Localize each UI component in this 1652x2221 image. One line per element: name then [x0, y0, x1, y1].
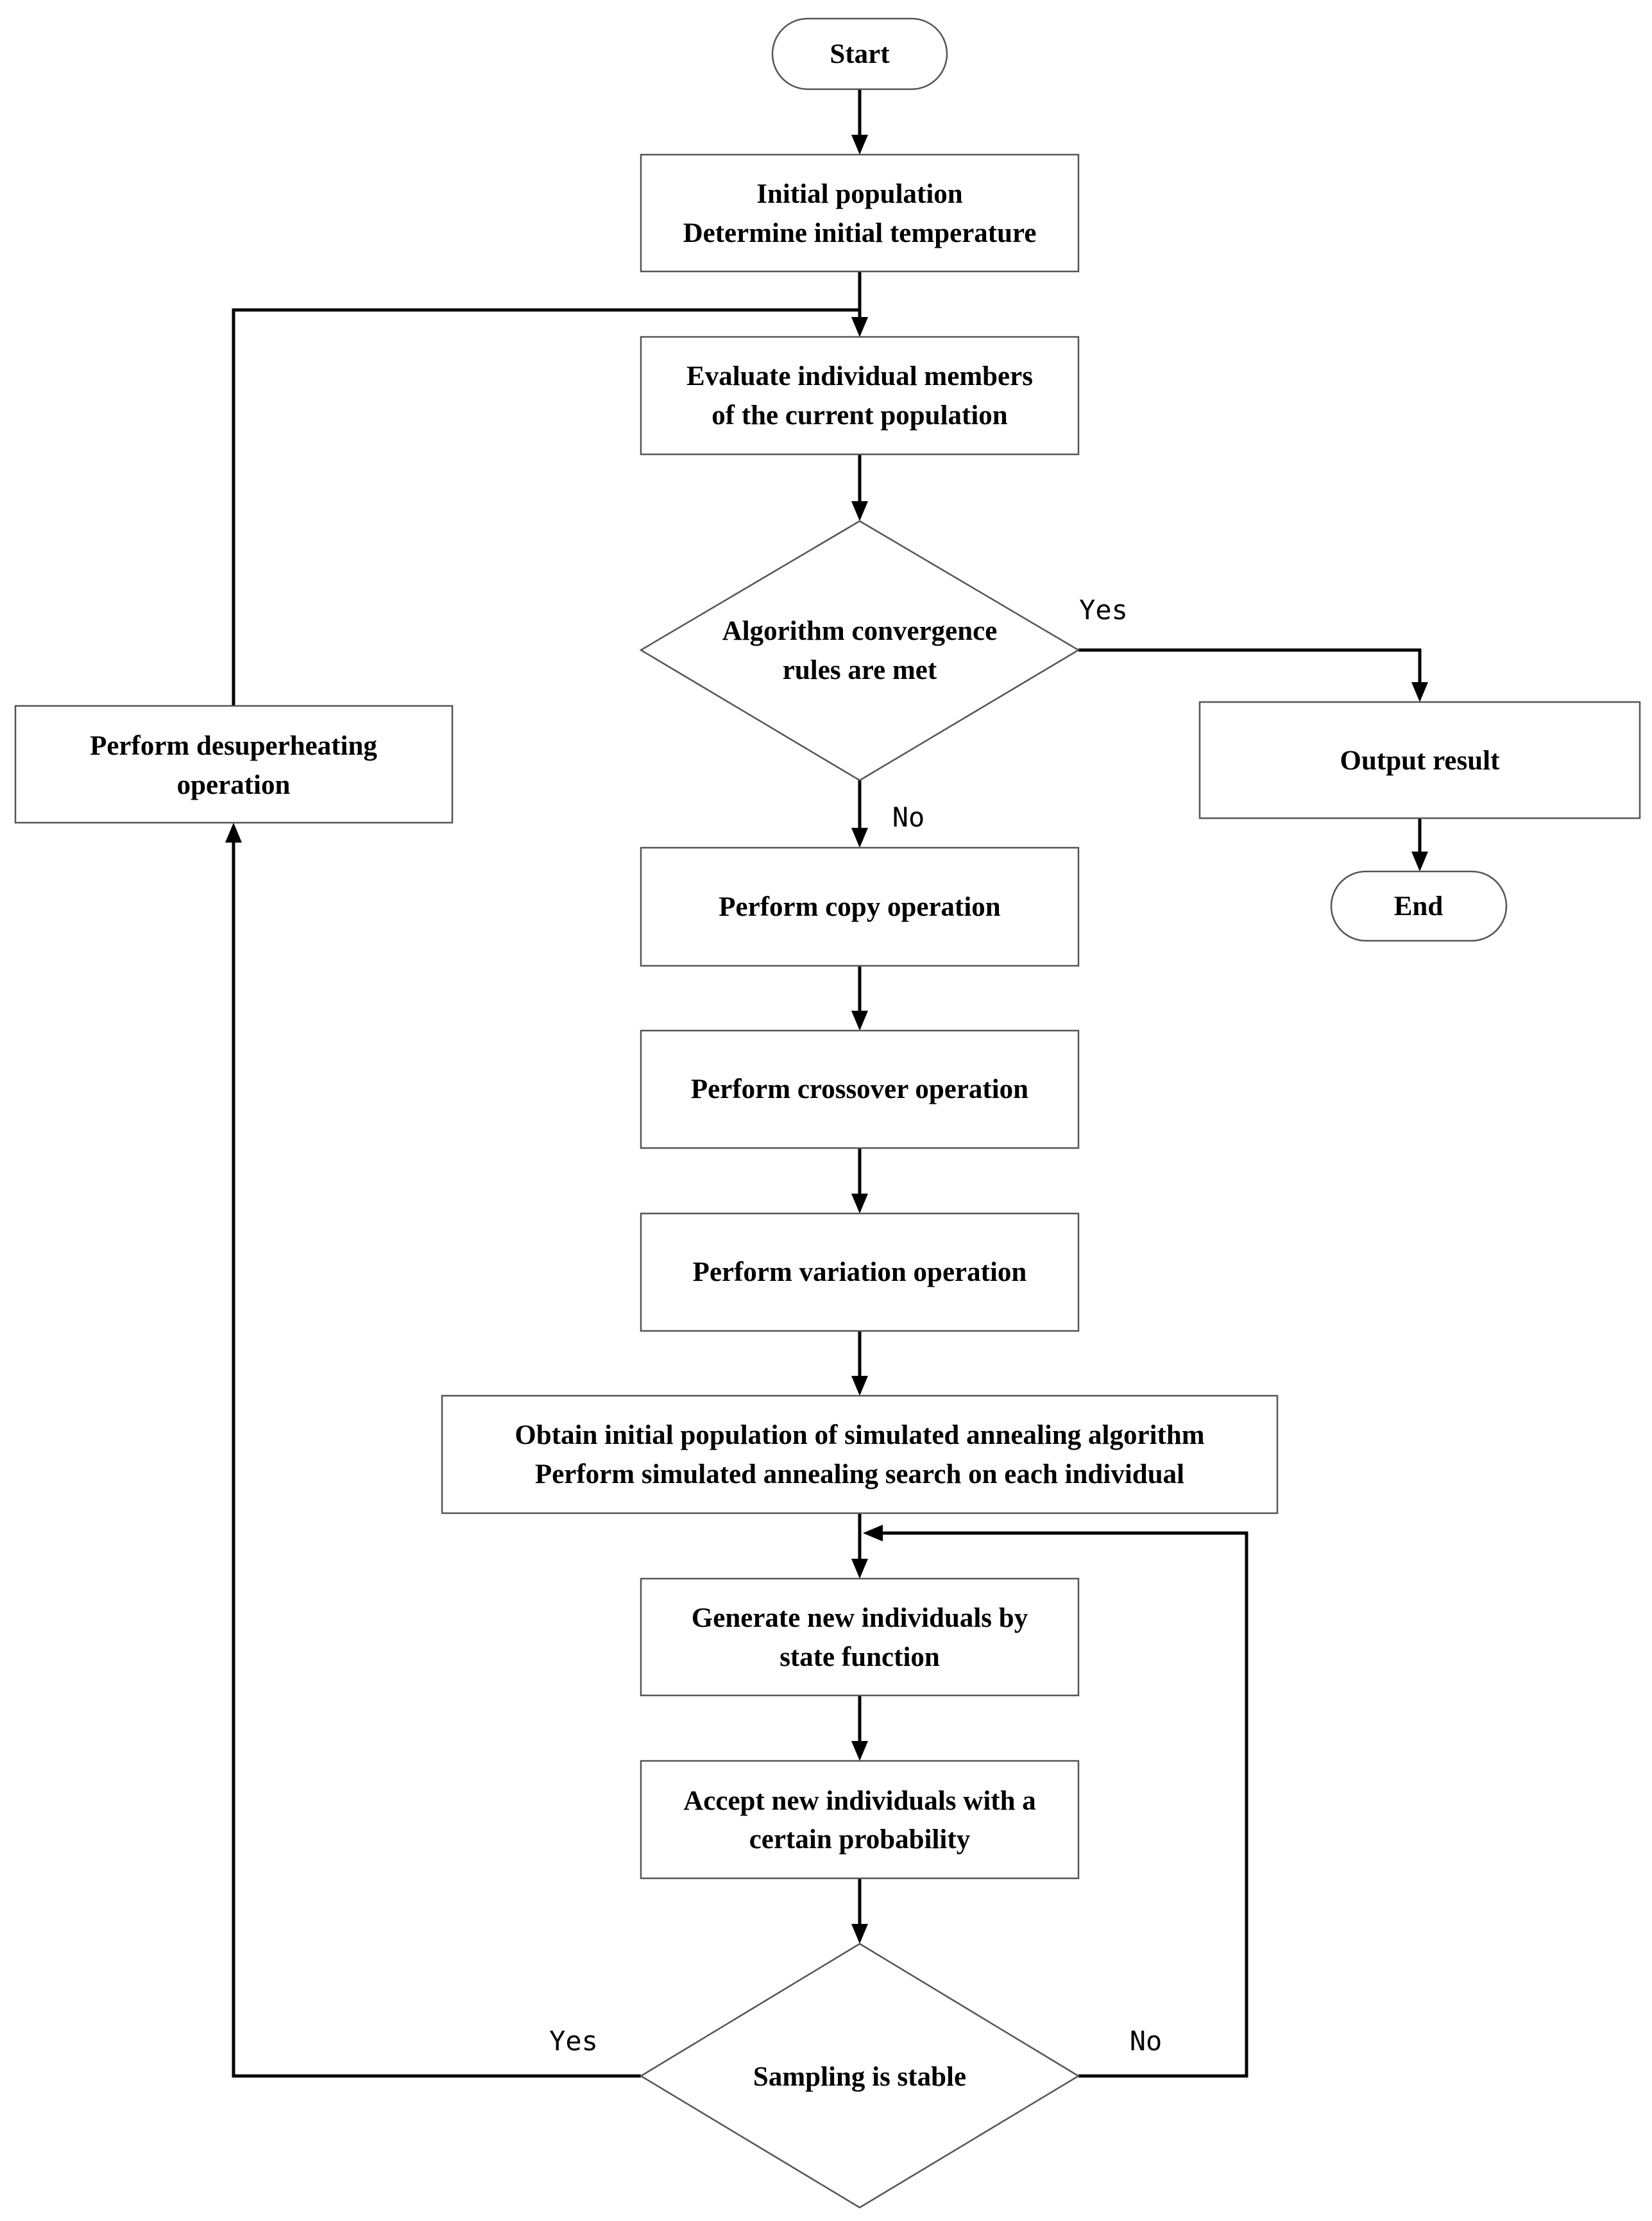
- sa-initial-population-box: [441, 1394, 1279, 1514]
- edge-labels: Yes No No Yes: [549, 594, 1162, 2057]
- sa-initial-population-line-1: Obtain initial population of simulated a…: [515, 1420, 1204, 1450]
- convergence-line-2: rules are met: [783, 655, 937, 685]
- edge-output-end: [1411, 818, 1428, 871]
- initial-population-line-1: Initial population: [756, 179, 963, 209]
- desuperheating-line-1: Perform desuperheating: [90, 731, 377, 761]
- node-variation: Perform variation operation: [640, 1212, 1080, 1332]
- generate-box: [640, 1577, 1080, 1697]
- sampling-yes-label: Yes: [549, 2025, 598, 2057]
- node-generate: Generate new individuals by state functi…: [640, 1577, 1080, 1697]
- node-start: Start: [771, 17, 948, 90]
- crossover-box: [640, 1029, 1080, 1149]
- node-accept: Accept new individuals with a certain pr…: [640, 1760, 1080, 1880]
- end-terminal: [1330, 870, 1508, 942]
- variation-box: [640, 1212, 1080, 1332]
- copy-box: [640, 846, 1080, 967]
- desuperheating-line-2: operation: [177, 770, 291, 800]
- edge-crossover-variation: [851, 1148, 868, 1213]
- edge-evaluate-converge: [851, 454, 868, 521]
- sampling-diamond: [639, 1942, 1080, 2209]
- connectors: [225, 89, 1428, 2078]
- initial-population-line-2: Determine initial temperature: [683, 218, 1037, 248]
- edge-sa-init-generate: [851, 1513, 868, 1579]
- edge-generate-accept: [851, 1695, 868, 1761]
- evaluate-box: [640, 336, 1080, 456]
- generate-line-2: state function: [779, 1642, 940, 1672]
- node-sampling-decision: Sampling is stable: [639, 1942, 1080, 2209]
- accept-line-1: Accept new individuals with a: [683, 1786, 1036, 1816]
- accept-line-2: certain probability: [749, 1824, 971, 1855]
- node-initial-population: Initial population Determine initial tem…: [640, 153, 1080, 273]
- output-result-label: Output result: [1340, 746, 1501, 776]
- node-copy: Perform copy operation: [640, 846, 1080, 967]
- edge-accept-stable: [851, 1878, 868, 1944]
- convergence-no-label: No: [892, 802, 925, 833]
- node-output-result: Output result: [1198, 701, 1641, 819]
- node-end: End: [1330, 870, 1508, 942]
- edge-stable-desuper: [225, 823, 641, 2078]
- output-result-box: [1198, 701, 1641, 819]
- node-convergence-decision: Algorithm convergence rules are met: [639, 520, 1080, 782]
- edge-converge-copy: [851, 780, 868, 848]
- convergence-line-1: Algorithm convergence: [722, 616, 998, 646]
- crossover-label: Perform crossover operation: [691, 1074, 1028, 1104]
- edge-copy-crossover: [851, 966, 868, 1031]
- edge-converge-output: [1078, 648, 1428, 702]
- convergence-yes-label: Yes: [1079, 594, 1128, 626]
- generate-line-1: Generate new individuals by: [692, 1603, 1028, 1633]
- desuperheating-box: [14, 705, 454, 824]
- sampling-no-label: No: [1130, 2025, 1162, 2057]
- evaluate-line-1: Evaluate individual members: [686, 361, 1033, 391]
- node-sa-initial-population: Obtain initial population of simulated a…: [441, 1394, 1279, 1514]
- node-evaluate: Evaluate individual members of the curre…: [640, 336, 1080, 456]
- start-label: Start: [830, 39, 890, 69]
- edge-start-init: [851, 89, 868, 155]
- initial-population-box: [640, 153, 1080, 273]
- start-terminal: [771, 17, 948, 90]
- node-crossover: Perform crossover operation: [640, 1029, 1080, 1149]
- sa-initial-population-line-2: Perform simulated annealing search on ea…: [535, 1459, 1184, 1489]
- edge-stable-generate-loop: [863, 1525, 1248, 2078]
- edge-desuper-evaluate: [232, 308, 868, 706]
- accept-box: [640, 1760, 1080, 1880]
- convergence-diamond: [639, 520, 1080, 782]
- evaluate-line-2: of the current population: [711, 400, 1008, 431]
- copy-label: Perform copy operation: [719, 892, 1001, 922]
- node-desuperheating: Perform desuperheating operation: [14, 705, 454, 824]
- edge-variation-sa-init: [851, 1331, 868, 1396]
- sampling-label: Sampling is stable: [753, 2062, 966, 2092]
- variation-label: Perform variation operation: [693, 1257, 1027, 1287]
- end-label: End: [1394, 891, 1443, 922]
